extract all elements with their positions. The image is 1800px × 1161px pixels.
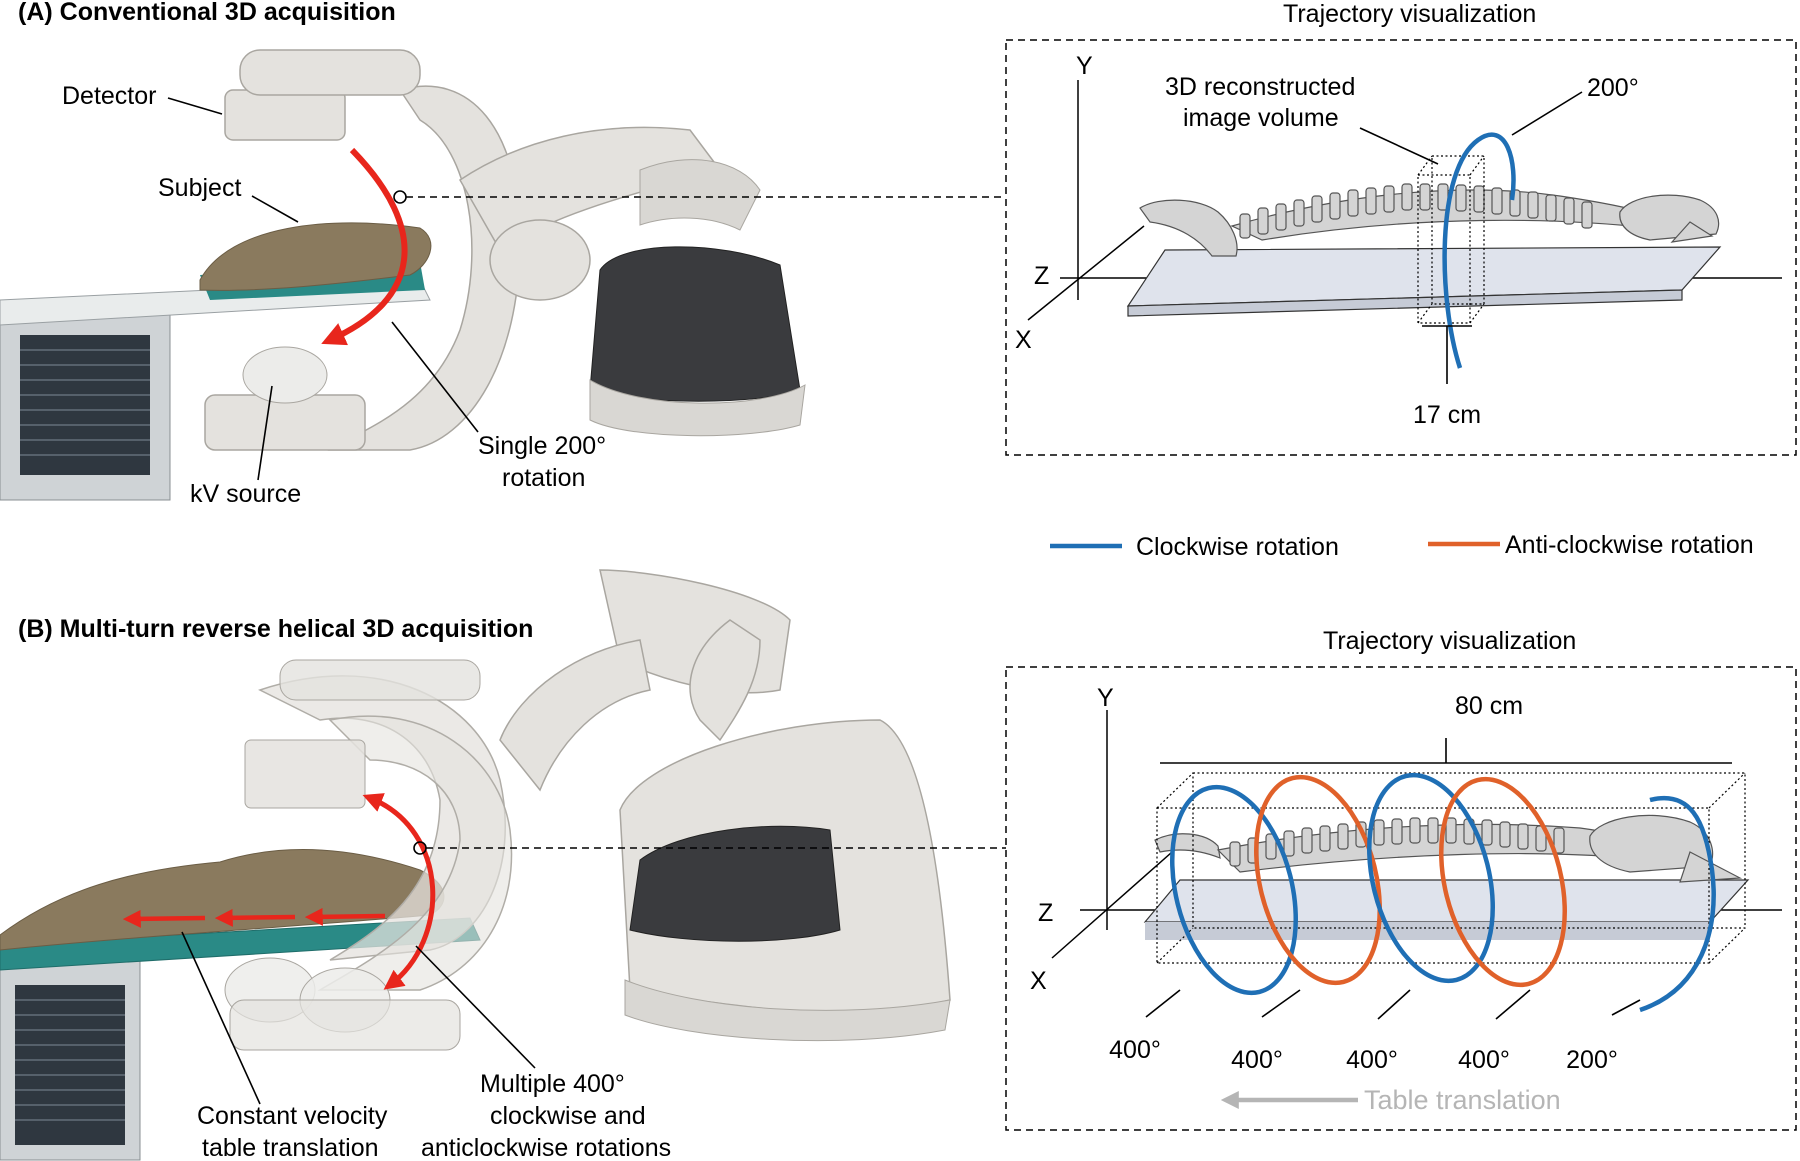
skeleton-b	[1154, 814, 1743, 883]
volume-label-line1: 3D reconstructed	[1165, 73, 1355, 101]
trajectory-arc-200	[1442, 132, 1516, 369]
table-translation-label: Table translation	[1364, 1085, 1561, 1115]
axis-z-a: Z	[1034, 262, 1049, 290]
panel-b-title: (B) Multi-turn reverse helical 3D acquis…	[18, 615, 533, 643]
rot-label-b-line1: Multiple 400°	[480, 1070, 625, 1098]
volume-box-a	[1417, 155, 1485, 324]
rotation-arrow-b	[362, 793, 436, 990]
axis-x-b: X	[1030, 967, 1047, 995]
axis-y-b: Y	[1097, 684, 1114, 712]
trajectory-box-a: Trajectory visualization Y Z X	[1005, 0, 1797, 456]
subject-body	[199, 222, 432, 291]
angle-label-b-3: 400°	[1346, 1046, 1398, 1074]
trajectory-title-a: Trajectory visualization	[1283, 0, 1536, 28]
legend-clockwise-label: Clockwise rotation	[1136, 533, 1339, 561]
rotation-label-a-line2: rotation	[502, 464, 585, 492]
kv-source-label: kV source	[190, 480, 301, 508]
panel-b-illustration	[0, 569, 951, 1161]
table-label-line1: Constant velocity	[197, 1102, 388, 1130]
axis-x-a: X	[1015, 326, 1032, 354]
rotation-label-a-line1: Single 200°	[478, 432, 606, 460]
angle-label-b-4: 400°	[1458, 1046, 1510, 1074]
angle-label-a: 200°	[1587, 74, 1639, 102]
trajectory-box-b: Trajectory visualization Y Z X 80 cm	[1005, 627, 1797, 1131]
robot-base	[589, 246, 801, 402]
robot-base-b	[629, 825, 841, 942]
axis-y-a: Y	[1076, 52, 1093, 80]
rotation-arrow-a	[321, 147, 408, 346]
angle-label-b-1: 400°	[1109, 1036, 1161, 1064]
table-label-line2: table translation	[202, 1134, 379, 1161]
subject-label: Subject	[158, 174, 241, 202]
subject-body-b	[0, 849, 445, 951]
helical-trajectory	[1170, 772, 1716, 1013]
skeleton-a	[1139, 183, 1720, 257]
detector	[224, 89, 346, 141]
angle-label-b-5: 200°	[1566, 1046, 1618, 1074]
volume-label-line2: image volume	[1183, 104, 1339, 132]
rot-label-b-line3: anticlockwise rotations	[421, 1134, 671, 1161]
trajectory-title-b: Trajectory visualization	[1323, 627, 1576, 655]
legend: Clockwise rotation Anti-clockwise rotati…	[1050, 531, 1754, 561]
legend-anticlockwise-label: Anti-clockwise rotation	[1505, 531, 1754, 559]
detector-label: Detector	[62, 82, 156, 110]
angle-label-b-2: 400°	[1231, 1046, 1283, 1074]
width-label: 17 cm	[1413, 401, 1481, 429]
axis-z-b: Z	[1038, 899, 1053, 927]
rot-label-b-line2: clockwise and	[490, 1102, 646, 1130]
panel-a-illustration	[0, 49, 806, 501]
panel-a-title: (A) Conventional 3D acquisition	[18, 0, 396, 26]
table-translation-arrows	[122, 907, 386, 928]
length-label: 80 cm	[1455, 692, 1523, 720]
